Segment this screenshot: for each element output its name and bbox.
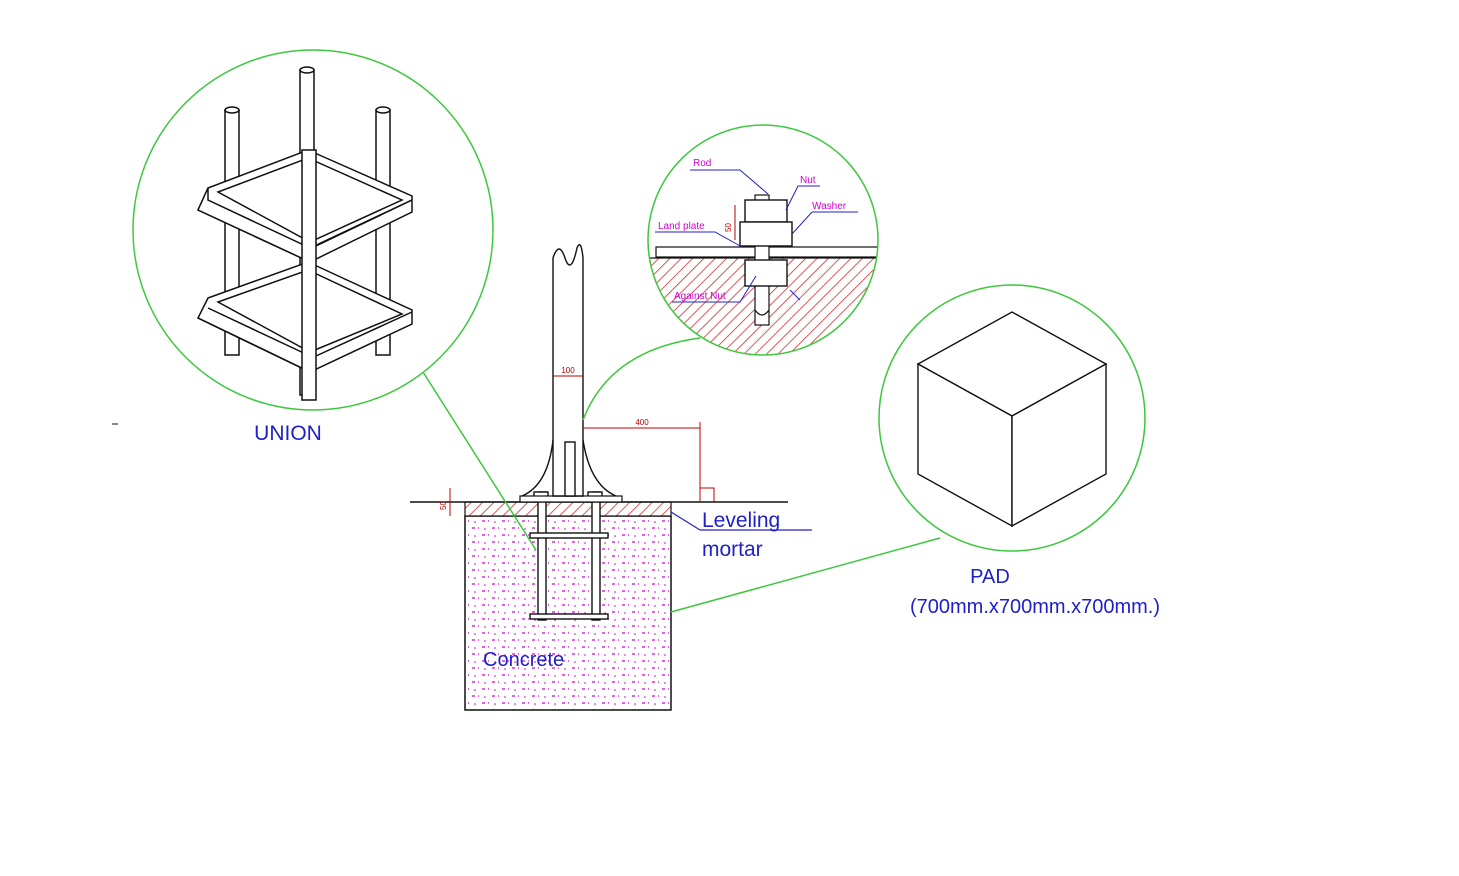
- bolt-detail: Rod Nut Washer Land plate Against Nut 50: [647, 124, 879, 356]
- union-leader: [422, 371, 537, 551]
- anchor-cage: [529, 491, 609, 621]
- rod-label: Rod: [693, 158, 711, 169]
- concrete-label: Concrete: [483, 649, 564, 671]
- callout-leaders: [422, 337, 941, 613]
- rebar-front: [301, 149, 317, 401]
- leveling-mortar-layer: [464, 501, 672, 517]
- leveling-label: Leveling: [702, 509, 780, 532]
- pole-width-dim: 100: [561, 366, 575, 375]
- pad-leader: [670, 537, 941, 613]
- pad-cube: [916, 311, 1108, 528]
- against-nut-label: Against Nut: [674, 291, 726, 302]
- nut-label: Nut: [800, 175, 816, 186]
- mortar-dim: 50: [439, 501, 448, 510]
- base-plate: [519, 495, 623, 503]
- land-plate-label: Land plate: [658, 221, 705, 232]
- pad-detail-circle: [878, 284, 1146, 552]
- bolt-leader: [582, 337, 701, 421]
- mortar-label: mortar: [702, 538, 763, 561]
- washer-label: Washer: [812, 201, 847, 212]
- pole: [521, 244, 617, 497]
- concrete-block: [464, 515, 672, 711]
- union-detail: UNION: [132, 49, 494, 445]
- bolt-detail-circle: [647, 124, 879, 356]
- against-nut: [744, 259, 788, 287]
- foundation-section: 100 400 50 Leveling mortar Concrete: [410, 244, 812, 711]
- nut: [744, 199, 788, 223]
- union-detail-circle: [132, 49, 494, 411]
- detail-dim-label: 50: [724, 223, 733, 232]
- union-label: UNION: [254, 422, 322, 445]
- land-plate: [655, 246, 878, 258]
- offset-dim: 400: [635, 418, 649, 427]
- washer: [739, 221, 793, 247]
- rebar-cage: [196, 66, 413, 401]
- pad-detail: PAD (700mm.x700mm.x700mm.): [878, 284, 1160, 618]
- pad-dims: (700mm.x700mm.x700mm.): [910, 596, 1160, 618]
- pad-title: PAD: [970, 566, 1010, 588]
- dimension-lines: [449, 375, 715, 516]
